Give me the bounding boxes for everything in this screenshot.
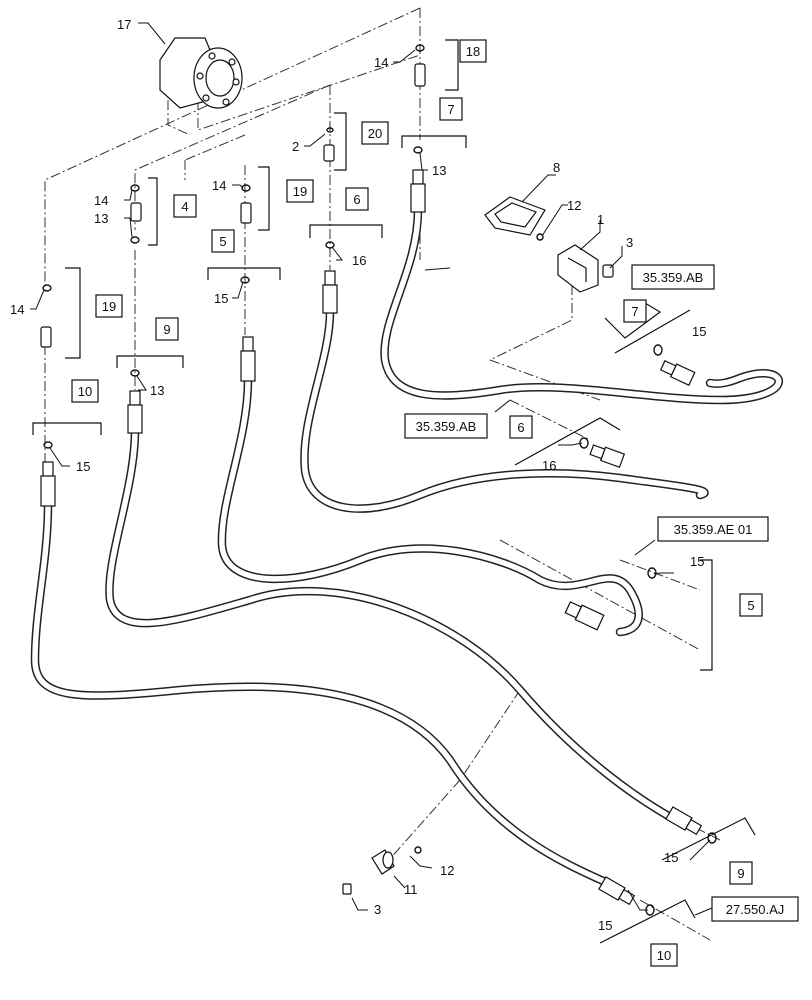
leader-lines — [30, 22, 713, 916]
ref-27-550-aj: 27.550.AJ — [726, 902, 785, 917]
callout-14-left: 14 — [94, 193, 108, 208]
callout-1: 1 — [597, 212, 604, 227]
callout-15-upper: 15 — [214, 291, 228, 306]
callout-19-lower: 19 — [102, 299, 116, 314]
callout-16-right: 16 — [542, 458, 556, 473]
callout-14-lower: 14 — [10, 302, 24, 317]
callout-15-bottom: 15 — [598, 918, 612, 933]
callout-11: 11 — [404, 882, 418, 897]
callout-18: 18 — [466, 44, 480, 59]
callout-12-top: 12 — [567, 198, 581, 213]
callout-3-bottom: 3 — [374, 902, 381, 917]
hose-5 — [217, 375, 643, 637]
callout-7-top: 7 — [447, 102, 454, 117]
small-parts — [40, 44, 717, 916]
callout-15-right-low: 15 — [664, 850, 678, 865]
callout-19-upper: 19 — [293, 184, 307, 199]
hose-6 — [300, 307, 709, 513]
steering-motor — [159, 37, 243, 109]
callout-7-right: 7 — [631, 304, 638, 319]
callout-13-top: 13 — [432, 163, 446, 178]
callout-2: 2 — [292, 139, 299, 154]
ref-35-359-ab-mid: 35.359.AB — [416, 419, 477, 434]
callout-12-bottom: 12 — [440, 863, 454, 878]
boxed-callouts: 18 20 7 4 19 6 5 19 9 10 7 6 5 9 10 — [71, 39, 763, 967]
callout-10-top: 10 — [78, 384, 92, 399]
hose-7 — [380, 205, 783, 405]
callout-14-mid: 14 — [212, 178, 226, 193]
hose-clamp — [342, 849, 395, 895]
gasket — [484, 196, 546, 236]
callout-8: 8 — [553, 160, 560, 175]
callout-9-top: 9 — [163, 322, 170, 337]
callout-17: 17 — [117, 17, 131, 32]
callout-4: 4 — [181, 199, 188, 214]
callout-16-top: 16 — [352, 253, 366, 268]
callout-3-top: 3 — [626, 235, 633, 250]
callout-20: 20 — [368, 126, 382, 141]
hose-fittings — [40, 169, 703, 906]
mounting-bracket — [557, 244, 614, 293]
plain-callouts: 17 14 2 13 14 13 14 16 15 14 13 15 8 12 … — [10, 17, 706, 933]
callout-15-right-mid: 15 — [690, 554, 704, 569]
callout-14-top: 14 — [374, 55, 388, 70]
callout-15-left: 15 — [76, 459, 90, 474]
callout-6-top: 6 — [353, 192, 360, 207]
hose-9 — [105, 425, 677, 823]
callout-10-right: 10 — [657, 948, 671, 963]
hose-10 — [30, 500, 617, 890]
group-brackets — [32, 39, 756, 944]
callout-5-top: 5 — [219, 234, 226, 249]
callout-15-right-top: 15 — [692, 324, 706, 339]
callout-13-left: 13 — [94, 211, 108, 226]
ref-35-359-ae-01: 35.359.AE 01 — [674, 522, 753, 537]
hoses — [30, 205, 783, 890]
callout-13-lower: 13 — [150, 383, 164, 398]
ref-35-359-ab-top: 35.359.AB — [643, 270, 704, 285]
callout-6-right: 6 — [517, 420, 524, 435]
callout-9-right: 9 — [737, 866, 744, 881]
callout-5-right: 5 — [747, 598, 754, 613]
reference-boxes: 35.359.AB 35.359.AB 35.359.AE 01 27.550.… — [404, 264, 799, 922]
